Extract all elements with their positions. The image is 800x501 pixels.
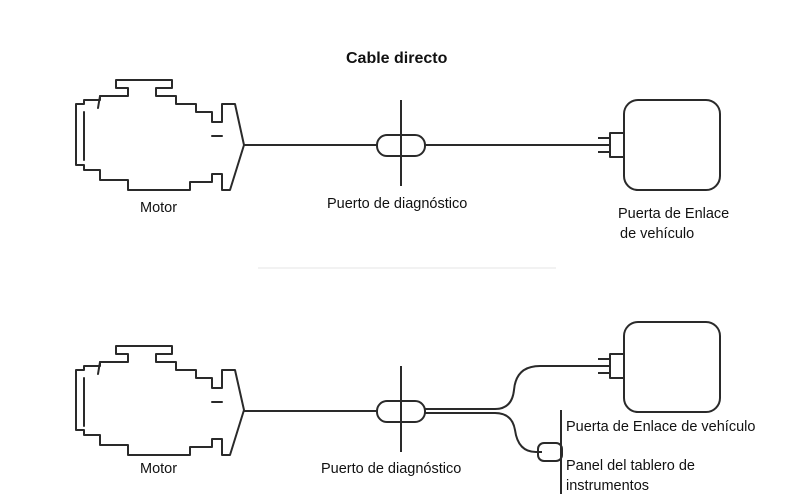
top-gateway-label-line1: Puerta de Enlace — [618, 206, 729, 222]
top-section: Motor Puerto de diagnóstico Puerta de En… — [75, 79, 729, 242]
engine-icon — [75, 79, 245, 191]
wire-port-to-panel — [425, 412, 542, 453]
bottom-engine-label: Motor — [140, 461, 177, 477]
bottom-gateway-label: Puerta de Enlace de vehículo — [566, 419, 755, 435]
engine-inner-icon — [83, 95, 223, 161]
engine-inner-icon — [83, 361, 223, 427]
gateway-box-icon — [623, 99, 721, 191]
wire-port-to-gateway — [425, 365, 610, 410]
engine-icon — [75, 345, 245, 456]
top-gateway-label-line2: de vehículo — [620, 226, 694, 242]
top-engine-label: Motor — [140, 200, 177, 216]
gateway-box-icon — [623, 321, 721, 413]
top-port-label: Puerto de diagnóstico — [327, 196, 467, 212]
diagram-title: Cable directo — [346, 50, 448, 67]
bottom-panel-label-line2: instrumentos — [566, 478, 649, 494]
bottom-port-label: Puerto de diagnóstico — [321, 461, 461, 477]
bottom-panel-label-line1: Panel del tablero de — [566, 458, 695, 474]
bottom-section: Motor Puerto de diagnóstico Puerta de En… — [75, 321, 755, 494]
